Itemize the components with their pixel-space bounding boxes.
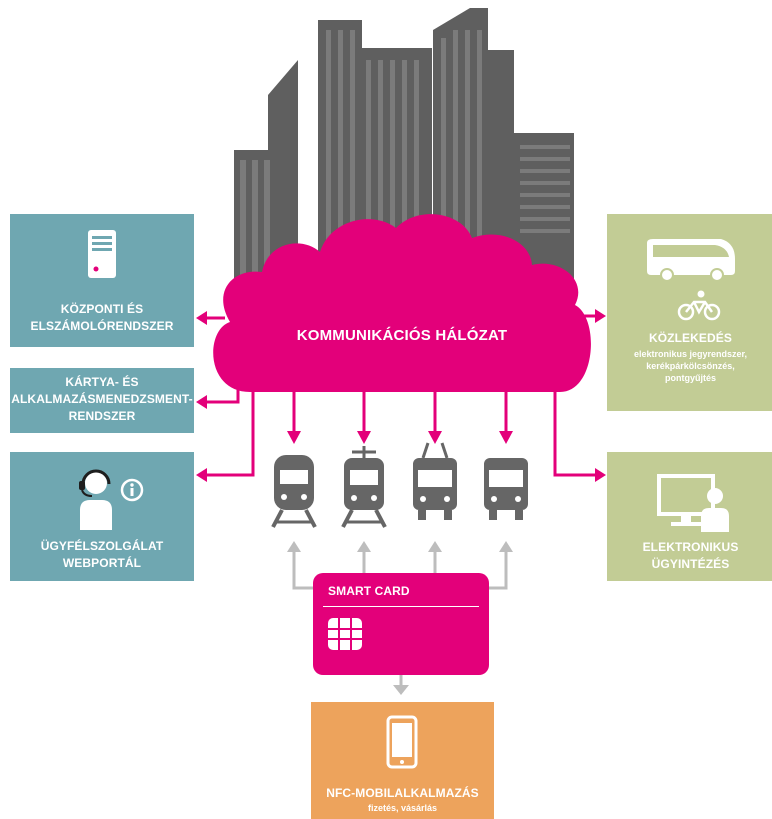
central-box-title-line1: KÖZPONTI ÉS (60, 302, 144, 316)
smartphone-icon (386, 715, 418, 769)
transport-sub-line3: pontgyűjtés (665, 373, 716, 383)
e-administration-box: ELEKTRONIKUS ÜGYINTÉZÉS (607, 452, 772, 581)
egov-title-line2: ÜGYINTÉZÉS (651, 557, 730, 571)
card-to-vehicle-arrows (292, 550, 508, 686)
gray-arrowheads (287, 541, 513, 695)
transport-box-title: KÖZLEKEDÉS (648, 331, 732, 345)
bicycle-icon (677, 290, 721, 321)
card-divider (323, 606, 479, 607)
nfc-box-subtitle: fizetés, vásárlás (367, 803, 438, 813)
card-mgmt-box-title: KÁRTYA- ÉS ALKALMAZÁSMENEDZSMENT- RENDSZ… (10, 374, 194, 425)
network-label: KOMMUNIKÁCIÓS HÁLÓZAT (296, 327, 508, 344)
trolleybus-icon (413, 442, 457, 520)
smart-card-label: SMART CARD (328, 584, 410, 598)
card-mgmt-title-line3: RENDSZER (68, 409, 136, 423)
smart-card: SMART CARD (313, 573, 489, 675)
server-icon (88, 230, 116, 278)
transport-box: KÖZLEKEDÉS elektronikus jegyrendszer, ke… (607, 214, 772, 411)
central-box-title-line2: ELSZÁMOLÓRENDSZER (30, 319, 174, 333)
customer-service-box: ÜGYFÉLSZOLGÁLAT WEBPORTÁL (10, 452, 194, 581)
support-title-line1: ÜGYFÉLSZOLGÁLAT (40, 539, 164, 553)
monitor-user-icon (657, 474, 729, 532)
chip-icon (328, 618, 362, 650)
network-connectors (206, 314, 596, 477)
tram-icon (341, 446, 387, 528)
support-box-title: ÜGYFÉLSZOLGÁLAT WEBPORTÁL (10, 538, 194, 572)
card-app-management-box: KÁRTYA- ÉS ALKALMAZÁSMENEDZSMENT- RENDSZ… (10, 368, 194, 433)
egov-box-title: ELEKTRONIKUS ÜGYINTÉZÉS (607, 539, 772, 573)
headset-agent-icon (79, 469, 112, 530)
nfc-app-box: NFC-MOBILALKALMAZÁS fizetés, vásárlás (311, 702, 494, 819)
card-mgmt-title-line1: KÁRTYA- ÉS (65, 375, 139, 389)
transport-sub-line1: elektronikus jegyrendszer, (633, 349, 748, 359)
info-icon (120, 478, 144, 502)
bus-icon (484, 458, 528, 520)
card-mgmt-title-line2: ALKALMAZÁSMENEDZSMENT- (11, 392, 193, 406)
transport-sub-line2: kerékpárkölcsönzés, (646, 361, 735, 371)
central-accounting-system-box: KÖZPONTI ÉS ELSZÁMOLÓRENDSZER (10, 214, 194, 347)
nfc-box-title: NFC-MOBILALKALMAZÁS (326, 786, 479, 800)
transport-box-subtitle: elektronikus jegyrendszer, kerékpárkölcs… (607, 348, 772, 384)
bus-icon (647, 239, 735, 281)
train-icon (271, 455, 317, 528)
central-box-title: KÖZPONTI ÉS ELSZÁMOLÓRENDSZER (10, 301, 194, 335)
support-title-line2: WEBPORTÁL (62, 556, 142, 570)
network-cloud (213, 214, 591, 392)
egov-title-line1: ELEKTRONIKUS (642, 540, 739, 554)
arrowheads (196, 309, 606, 482)
